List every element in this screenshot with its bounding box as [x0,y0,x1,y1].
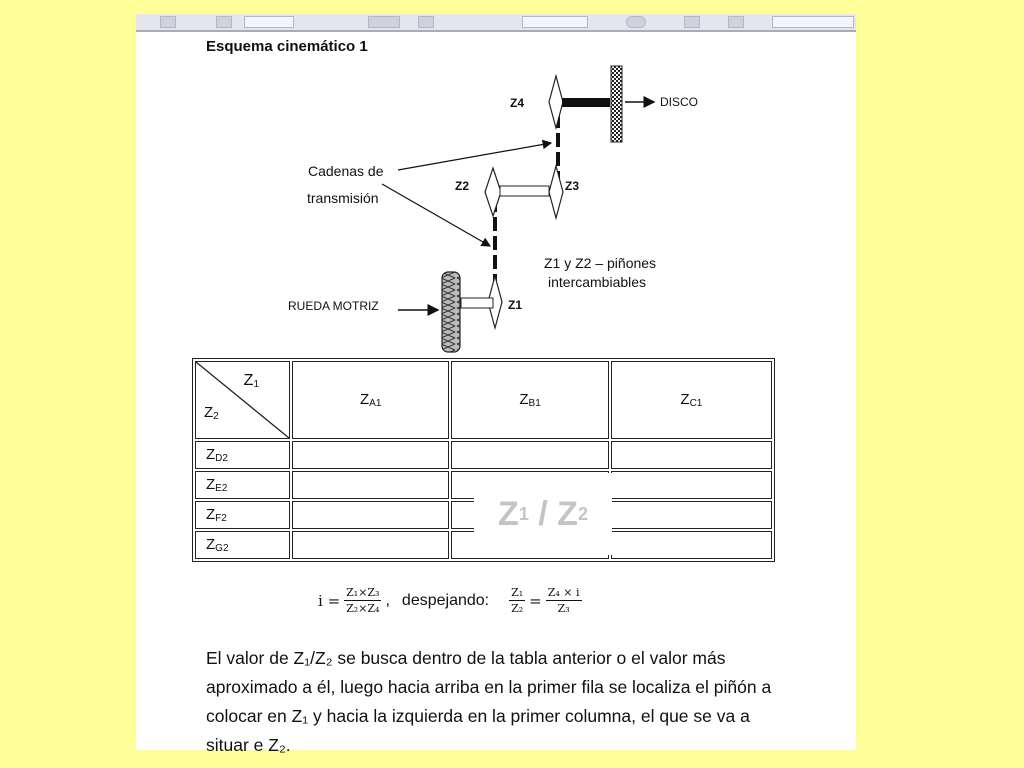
cadenas-arrow-bottom [381,183,492,247]
formula-word: despejando: [401,591,490,609]
column-header-zc1: ZC1 [610,361,772,439]
ratio-formula: i = Z₁×Z₃ Z₂×Z₄ , despejando: Z₁ Z₂ = Z₄… [318,586,586,615]
label-z4: Z4 [510,96,525,110]
label-disco: DISCO [660,95,699,109]
formula-equals: = [529,591,542,610]
drive-wheel [441,271,461,353]
gear-z4 [548,73,564,131]
row-header-ze2: ZE2 [195,471,290,499]
label-rueda-motriz: RUEDA MOTRIZ [288,299,379,313]
cadenas-arrow-top [397,139,553,171]
gear-z1 [487,273,503,331]
explanation-paragraph: El valor de Z₁/Z₂ se busca dentro de la … [206,648,772,755]
corner-z1: Z1 [243,372,259,390]
label-pinones-1: Z1 y Z2 – piñones [544,255,657,271]
table-cell [610,471,772,499]
label-z2: Z2 [455,179,470,193]
corner-z2: Z2 [204,404,219,422]
table-cell [292,441,450,469]
row-header-zg2: ZG2 [195,531,290,559]
toolbar-button[interactable] [368,16,400,28]
table-cell [610,501,772,529]
kinematic-diagram [381,65,656,353]
formula-fraction-1: Z₁×Z₃ Z₂×Z₄ [344,586,382,615]
table-cell [610,441,772,469]
table-cell [610,531,772,559]
column-header-zb1: ZB1 [451,361,609,439]
shaft-z4 [562,98,610,107]
toolbar-button[interactable] [216,16,232,28]
viewer-toolbar [136,14,856,32]
formula-lhs: i = [318,591,341,610]
toolbar-field[interactable] [772,16,854,28]
disc [610,65,623,143]
formula-fraction-3: Z₄ × i Z₃ [545,586,582,615]
page-heading: Esquema cinemático 1 [206,38,368,55]
label-cadenas-1: Cadenas de [308,163,384,179]
ratio-table: Z1 Z2 ZA1 ZB1 ZC1 ZD2 ZE2 ZF2 [192,358,775,562]
table-cell [451,441,609,469]
toolbar-button[interactable] [160,16,176,28]
toolbar-field[interactable] [522,16,588,28]
row-header-zf2: ZF2 [195,501,290,529]
shaft-z1 [460,297,494,309]
toolbar-button[interactable] [684,16,700,28]
document-page: Esquema cinemático 1 [136,32,856,755]
label-z1: Z1 [508,298,523,312]
column-header-za1: ZA1 [292,361,450,439]
table-cell [292,471,450,499]
formula-comma: , [385,591,390,609]
formula-fraction-2: Z₁ Z₂ [509,586,526,615]
gear-z3 [548,163,564,221]
ratio-table-wrapper: Z1 Z2 ZA1 ZB1 ZC1 ZD2 ZE2 ZF2 [192,358,775,562]
shaft-z2-z3 [499,185,550,197]
toolbar-button[interactable] [626,16,646,28]
label-cadenas-2: transmisión [307,190,379,206]
table-cell [292,531,450,559]
label-pinones-2: intercambiables [548,274,647,290]
toolbar-button[interactable] [418,16,434,28]
row-header-zd2: ZD2 [195,441,290,469]
gear-z2 [484,166,502,218]
toolbar-button[interactable] [728,16,744,28]
toolbar-field[interactable] [244,16,294,28]
table-cell [292,501,450,529]
corner-cell: Z1 Z2 [195,361,290,439]
label-z3: Z3 [565,179,580,193]
